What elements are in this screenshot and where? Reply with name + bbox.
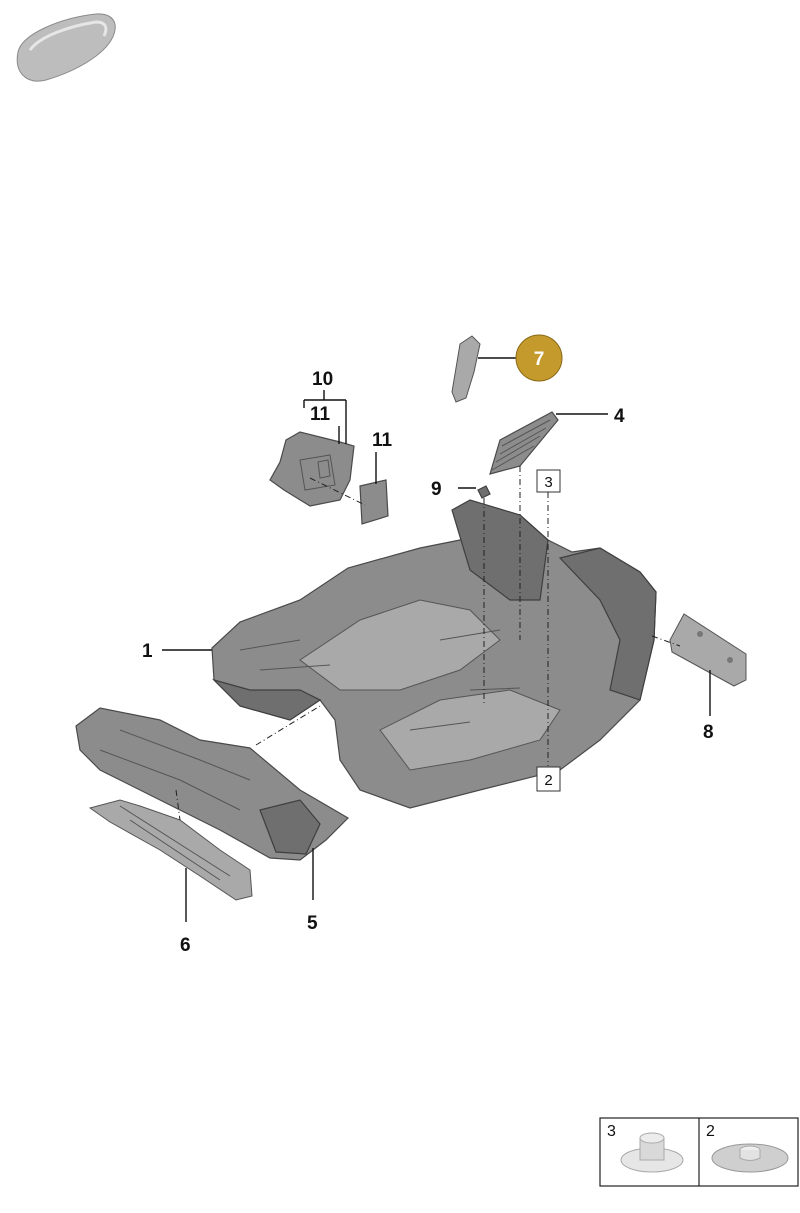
callout-9[interactable]: 9 [431, 479, 442, 500]
boxed-ref-2[interactable]: 2 [536, 766, 561, 792]
boxed-ref-3-label: 3 [544, 474, 552, 491]
legend-label-2: 2 [706, 1123, 715, 1140]
car-silhouette-icon[interactable] [16, 13, 116, 82]
legend-label-3: 3 [607, 1123, 616, 1140]
trim-panel-part-10[interactable] [269, 431, 355, 507]
legend-cell-2[interactable]: 2 [706, 1123, 789, 1173]
cover-part-11[interactable] [359, 479, 389, 525]
callout-8[interactable]: 8 [703, 722, 714, 743]
callout-4[interactable]: 4 [614, 406, 625, 427]
bracket-rail-part-6[interactable] [88, 799, 253, 901]
trim-strip-part-7[interactable] [451, 335, 481, 403]
callout-6[interactable]: 6 [180, 935, 191, 956]
clip-part-9[interactable] [477, 485, 491, 499]
boxed-ref-3[interactable]: 3 [536, 469, 561, 493]
side-trim-part-8[interactable] [669, 613, 747, 687]
push-clip-flat-icon [711, 1143, 789, 1173]
callout-7-highlight[interactable]: 7 [515, 334, 563, 382]
tunnel-carpet-part-5[interactable] [75, 707, 349, 861]
assembly-lines [175, 466, 681, 821]
push-clip-tall-icon [620, 1132, 684, 1173]
callout-5[interactable]: 5 [307, 913, 318, 934]
callout-11-left[interactable]: 11 [310, 404, 331, 425]
fastener-legend: 3 2 [599, 1117, 799, 1187]
callout-10[interactable]: 10 [312, 369, 333, 390]
callout-1[interactable]: 1 [142, 641, 153, 662]
legend-cell-3[interactable]: 3 [607, 1123, 684, 1173]
callout-7: 7 [534, 349, 545, 370]
boxed-ref-2-label: 2 [544, 772, 552, 789]
grille-part-4[interactable] [489, 411, 559, 475]
floor-carpet-part-1[interactable] [211, 499, 657, 809]
callout-11-right[interactable]: 11 [372, 430, 393, 451]
leader-lines [162, 357, 711, 922]
